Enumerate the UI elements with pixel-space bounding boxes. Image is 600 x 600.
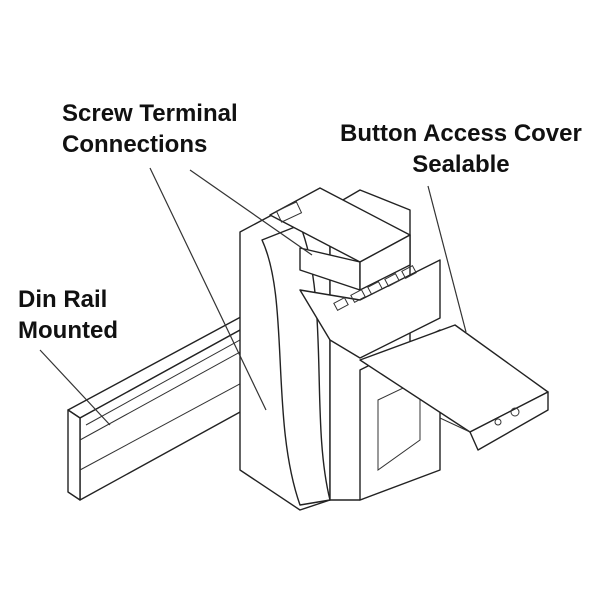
screw-terminal-label: Screw Terminal Connections <box>62 98 238 160</box>
terminal-slots <box>333 264 417 312</box>
leader-button-cover <box>427 185 467 333</box>
button-access-cover <box>359 324 549 451</box>
label-line: Button Access Cover <box>340 120 582 147</box>
label-line: Sealable <box>412 151 510 178</box>
label-line: Din Rail <box>18 286 108 313</box>
leader-din-rail <box>39 349 111 426</box>
label-line: Screw Terminal <box>62 100 238 127</box>
din-rail <box>67 311 263 501</box>
din-rail-label: Din Rail Mounted <box>18 284 118 346</box>
leader-screw-terminal <box>189 169 313 256</box>
label-line: Mounted <box>18 317 118 344</box>
button-cover-label: Button Access Cover Sealable <box>340 118 582 180</box>
label-line: Connections <box>62 131 208 158</box>
module-body <box>239 187 441 511</box>
leader-screw-terminal-2 <box>149 167 267 411</box>
